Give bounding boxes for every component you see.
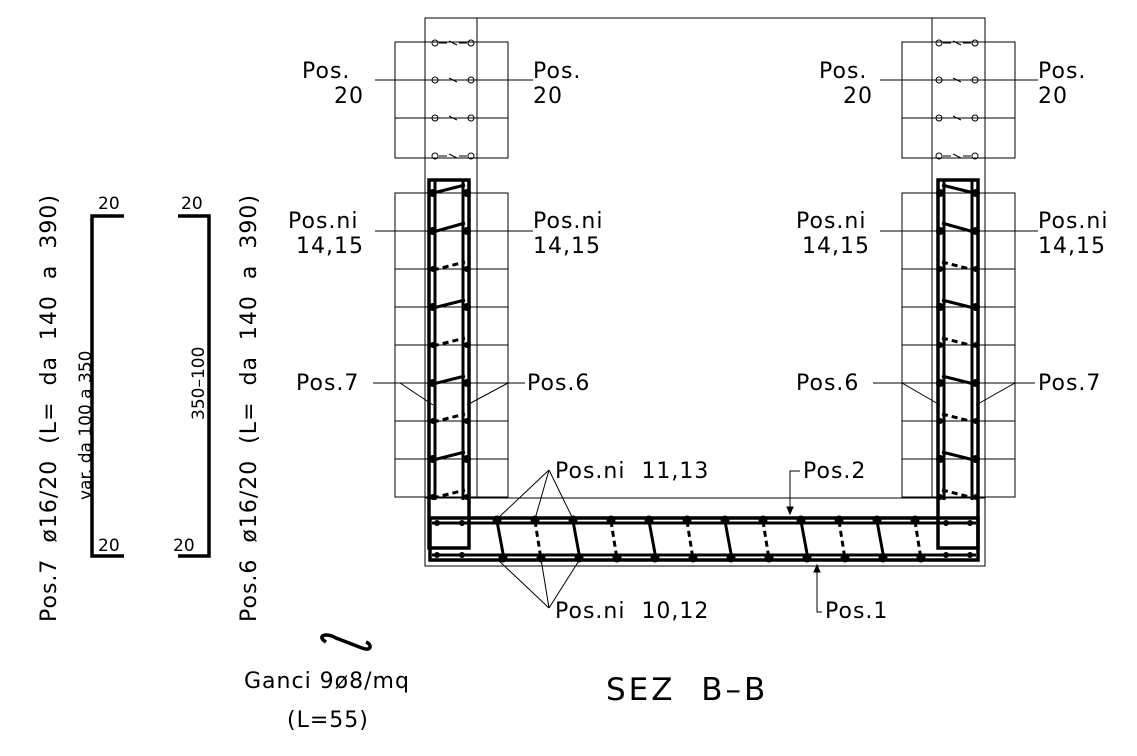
connector-symbols — [431, 39, 979, 160]
top-grid-left — [394, 41, 509, 159]
side-grid-left — [394, 192, 509, 498]
label-posni-1012: Pos.ni 10,12 — [555, 599, 709, 624]
label-pos7-right: Pos.7 — [1038, 371, 1101, 396]
label-pos20-top-left: Pos. — [302, 59, 350, 84]
right-wall-rebar — [936, 178, 980, 550]
pos6-hook-top: 20 — [181, 194, 203, 214]
label-pos20-num-top-left: 20 — [334, 84, 364, 109]
pos6-description: Pos.6 ø16/20 (L= da 140 a 390) — [237, 194, 262, 622]
left-wall-rebar — [427, 178, 471, 550]
label-1415-left-inner: 14,15 — [533, 234, 601, 259]
bottom-slab-rebar — [428, 515, 980, 563]
ganci-line1: Ganci 9ø8/mq — [244, 669, 410, 694]
label-pos6-left: Pos.6 — [527, 371, 590, 396]
label-pos20-num-top-left-inner: 20 — [533, 84, 563, 109]
label-posni-left-inner: Pos.ni — [533, 209, 603, 234]
pos6-bar-shape — [178, 214, 211, 558]
label-1415-right: 14,15 — [1038, 234, 1106, 259]
section-title: SEZ B–B — [606, 672, 768, 708]
pos6-length-range: 350–100 — [189, 347, 209, 420]
hook-icon — [320, 633, 372, 651]
label-pos7-left: Pos.7 — [296, 371, 359, 396]
pos7-description: Pos.7 ø16/20 (L= da 140 a 390) — [37, 194, 62, 622]
pos7-hook-top: 20 — [98, 194, 120, 214]
pos7-hook-bottom: 20 — [98, 536, 120, 556]
pos7-bar-shape — [90, 214, 124, 558]
label-pos20-top-left-inner: Pos. — [533, 59, 581, 84]
label-posni-right-inner: Pos.ni — [796, 209, 866, 234]
label-posni-right: Pos.ni — [1038, 209, 1108, 234]
label-pos2: Pos.2 — [803, 459, 866, 484]
label-pos20-num-top-right: 20 — [1038, 84, 1068, 109]
label-posni-left: Pos.ni — [288, 209, 358, 234]
ganci-legend: Ganci 9ø8/mq (L=55) — [244, 633, 410, 733]
annotations: Pos. 20 Pos. 20 Pos. 20 Pos. 20 Pos.ni 1… — [288, 59, 1108, 624]
pos6-hook-bottom: 20 — [173, 536, 195, 556]
ganci-line2: (L=55) — [287, 708, 369, 733]
label-pos20-num-top-right-inner: 20 — [843, 84, 873, 109]
label-pos20-top-right: Pos. — [1038, 59, 1086, 84]
top-grid-right — [901, 41, 1016, 159]
label-1415-right-inner: 14,15 — [802, 234, 870, 259]
bar-schedule: Pos.7 ø16/20 (L= da 140 a 390) var. da 1… — [37, 194, 262, 622]
label-1415-left: 14,15 — [296, 234, 364, 259]
label-posni-1113: Pos.ni 11,13 — [555, 459, 709, 484]
leader-lines — [373, 79, 1038, 613]
label-pos20-top-right-inner: Pos. — [819, 59, 867, 84]
label-pos6-right: Pos.6 — [796, 371, 859, 396]
side-grid-right — [901, 192, 1016, 498]
label-pos1: Pos.1 — [825, 599, 888, 624]
